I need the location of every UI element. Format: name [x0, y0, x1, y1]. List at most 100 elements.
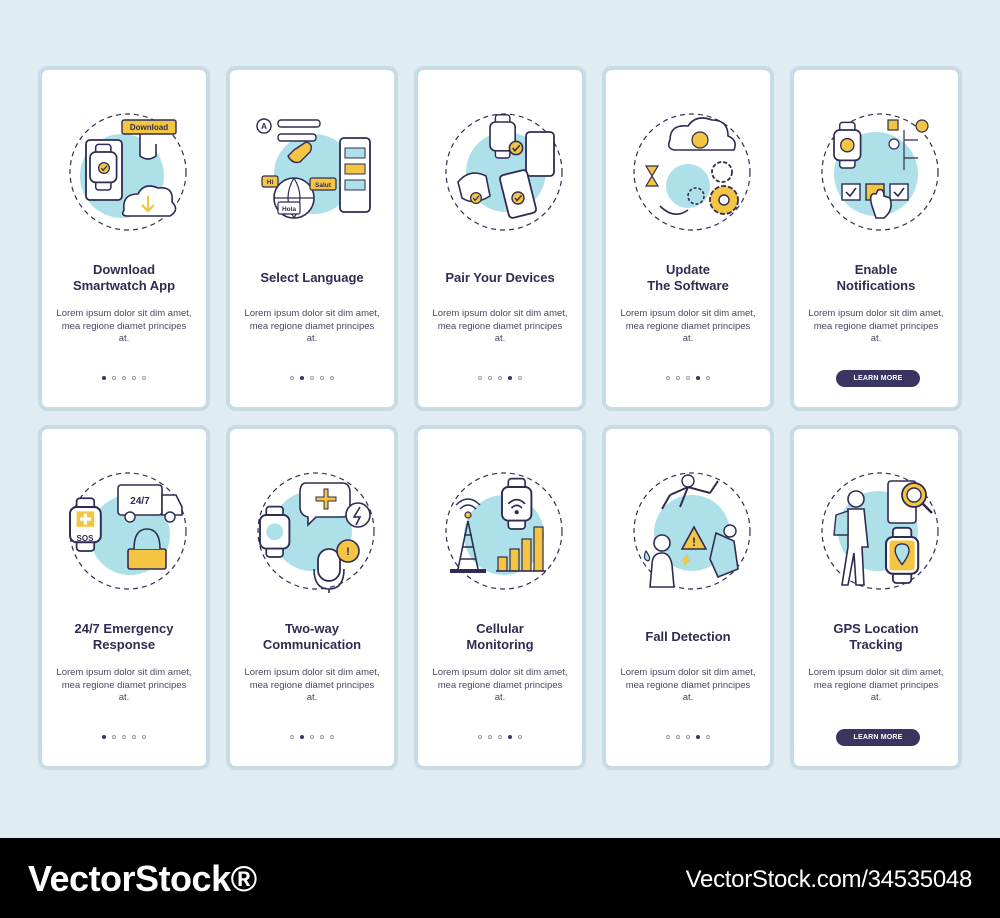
pagination-dot[interactable] [112, 376, 116, 380]
learn-more-button[interactable]: LEARN MORE [836, 370, 920, 387]
svg-text:Download: Download [130, 123, 168, 132]
pagination-dot[interactable] [290, 376, 294, 380]
card-title: Fall Detection [645, 629, 731, 644]
pagination-dot[interactable] [310, 735, 314, 739]
pagination-dot[interactable] [498, 376, 502, 380]
svg-text:24/7: 24/7 [130, 496, 150, 507]
pagination-dot[interactable] [498, 735, 502, 739]
pagination-dot[interactable] [696, 376, 700, 380]
download-app-icon-graphic: Download [69, 113, 187, 231]
pagination-dot[interactable] [676, 376, 680, 380]
pagination-dot[interactable] [132, 735, 136, 739]
fall-detection-icon-graphic: ! [633, 472, 751, 590]
communication-icon: ! [254, 469, 378, 597]
pagination-dots[interactable] [418, 735, 582, 739]
svg-text:A: A [261, 122, 267, 131]
pagination-dot[interactable] [142, 735, 146, 739]
card-description: Lorem ipsum dolor sit dim amet, mea regi… [620, 667, 756, 703]
pagination-dots[interactable] [606, 376, 770, 380]
pagination-dot[interactable] [696, 735, 700, 739]
pagination-dot[interactable] [666, 735, 670, 739]
pagination-dot[interactable] [300, 376, 304, 380]
pagination-dot[interactable] [488, 376, 492, 380]
watermark-logo: VectorStock® [28, 858, 257, 899]
pagination-dot[interactable] [518, 376, 522, 380]
card-select-language: A Hi Hola Salut Select Language Lorem ip… [226, 66, 398, 411]
svg-text:SOS: SOS [77, 534, 95, 543]
pagination-dots[interactable] [230, 735, 394, 739]
pagination-dots[interactable] [42, 376, 206, 380]
pagination-dot[interactable] [102, 735, 106, 739]
pair-devices-icon-graphic [445, 113, 563, 231]
notifications-icon-graphic [821, 113, 939, 231]
card-pair-devices: Pair Your Devices Lorem ipsum dolor sit … [414, 66, 586, 411]
pagination-dot[interactable] [320, 735, 324, 739]
language-icon-graphic: A Hi Hola Salut [256, 118, 371, 219]
card-description: Lorem ipsum dolor sit dim amet, mea regi… [432, 667, 568, 703]
card-description: Lorem ipsum dolor sit dim amet, mea regi… [244, 308, 380, 344]
card-title: Select Language [260, 270, 364, 285]
card-description: Lorem ipsum dolor sit dim amet, mea regi… [56, 308, 192, 344]
pagination-dot[interactable] [508, 735, 512, 739]
pagination-dot[interactable] [122, 735, 126, 739]
card-description: Lorem ipsum dolor sit dim amet, mea regi… [244, 667, 380, 703]
pagination-dot[interactable] [310, 376, 314, 380]
emergency-icon: 24/7 SOS [66, 469, 190, 593]
pagination-dot[interactable] [122, 376, 126, 380]
pagination-dot[interactable] [706, 735, 710, 739]
update-software-icon [630, 110, 754, 234]
svg-text:Salut: Salut [315, 182, 332, 189]
gps-tracking-icon [818, 469, 942, 593]
cellular-icon [442, 469, 566, 593]
download-app-icon: Download [66, 110, 190, 234]
pagination-dots[interactable] [230, 376, 394, 380]
pagination-dot[interactable] [320, 376, 324, 380]
pagination-dot[interactable] [676, 735, 680, 739]
language-icon: A Hi Hola Salut [254, 110, 378, 234]
pagination-dots[interactable] [606, 735, 770, 739]
pagination-dot[interactable] [132, 376, 136, 380]
pagination-dot[interactable] [330, 735, 334, 739]
pagination-dot[interactable] [518, 735, 522, 739]
pagination-dot[interactable] [300, 735, 304, 739]
svg-text:!: ! [346, 546, 350, 558]
pagination-dot[interactable] [142, 376, 146, 380]
communication-icon-graphic: ! [257, 472, 375, 597]
pagination-dot[interactable] [478, 735, 482, 739]
pagination-dot[interactable] [488, 735, 492, 739]
pagination-dot[interactable] [686, 735, 690, 739]
svg-text:Hi: Hi [267, 179, 274, 186]
pagination-dot[interactable] [478, 376, 482, 380]
pagination-dot[interactable] [102, 376, 106, 380]
card-description: Lorem ipsum dolor sit dim amet, mea regi… [620, 308, 756, 344]
card-description: Lorem ipsum dolor sit dim amet, mea regi… [808, 667, 944, 703]
watermark-url: VectorStock.com/34535048 [685, 866, 973, 893]
pagination-dot[interactable] [686, 376, 690, 380]
pagination-dot[interactable] [706, 376, 710, 380]
pagination-dot[interactable] [112, 735, 116, 739]
card-description: Lorem ipsum dolor sit dim amet, mea regi… [432, 308, 568, 344]
update-software-icon-graphic [633, 113, 751, 231]
pagination-dots[interactable] [42, 735, 206, 739]
pagination-dot[interactable] [666, 376, 670, 380]
svg-text:Hola: Hola [282, 206, 296, 213]
pagination-dots[interactable] [418, 376, 582, 380]
card-description: Lorem ipsum dolor sit dim amet, mea regi… [56, 667, 192, 703]
pagination-dot[interactable] [290, 735, 294, 739]
pagination-dot[interactable] [330, 376, 334, 380]
pagination-dot[interactable] [508, 376, 512, 380]
notifications-icon [818, 110, 942, 234]
learn-more-button[interactable]: LEARN MORE [836, 729, 920, 746]
